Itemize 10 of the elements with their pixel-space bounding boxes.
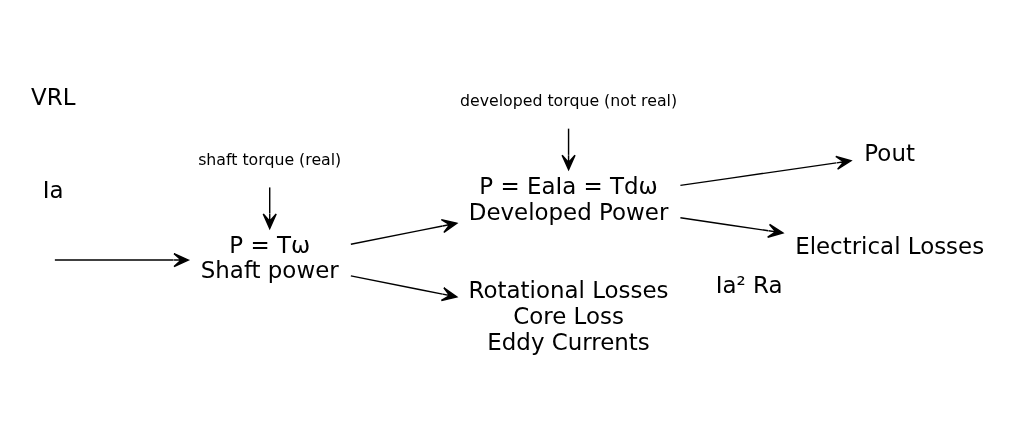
node-text: developed torque (not real) xyxy=(460,91,678,111)
node-text: Pout xyxy=(864,139,915,166)
node-text: P = Tω Shaft power xyxy=(200,231,339,284)
node-text: P = EaIa = Tdω Developed Power xyxy=(468,172,669,225)
label: VRL xyxy=(31,83,76,110)
node-text: shaft torque (real) xyxy=(198,150,342,170)
node-text: Electrical Losses xyxy=(795,233,985,260)
node-label: Ia² Ra xyxy=(715,271,783,298)
label: Ia xyxy=(42,177,64,204)
node-text: Rotational Losses Core Loss Eddy Currents xyxy=(468,277,669,356)
